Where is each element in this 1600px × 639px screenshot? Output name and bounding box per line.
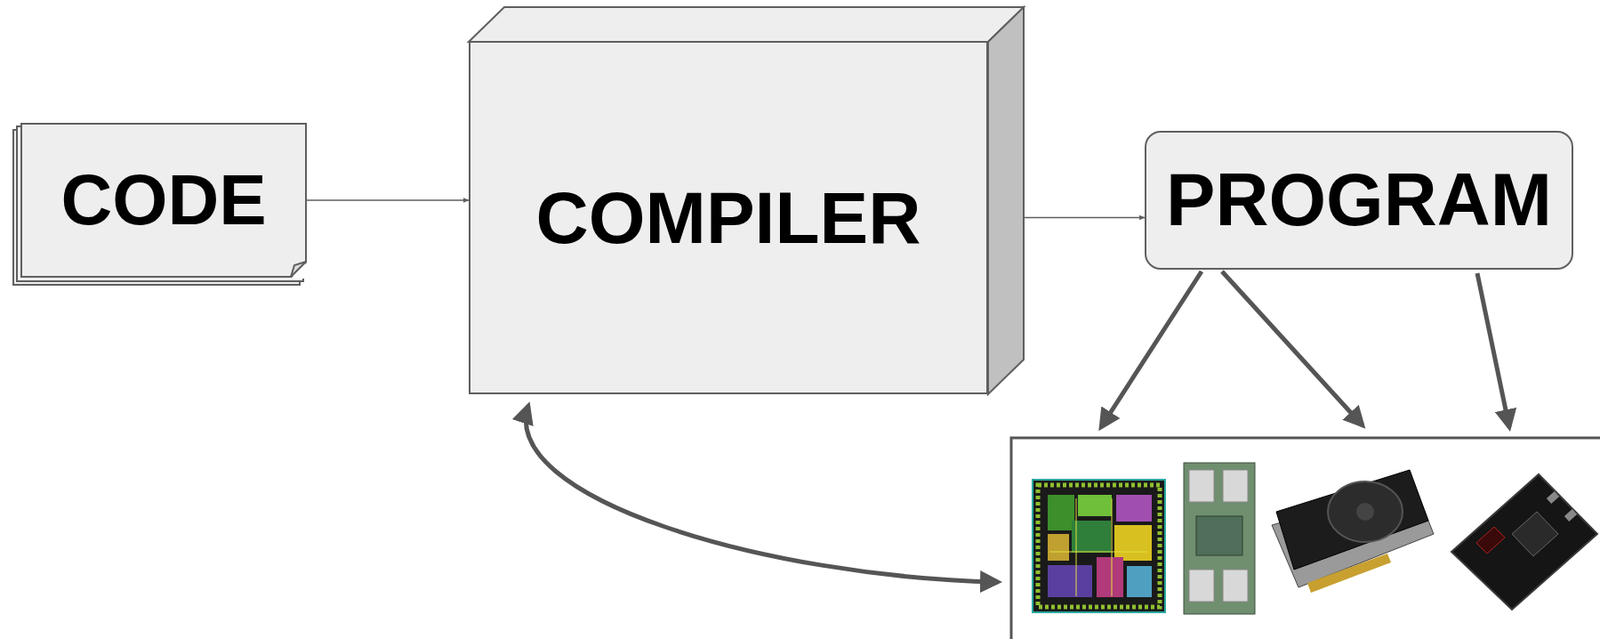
pcb <box>1451 474 1598 610</box>
block <box>1116 494 1152 522</box>
heatsink <box>1222 469 1248 502</box>
flow-arrow <box>1023 217 1145 219</box>
fan-hub <box>1356 502 1375 521</box>
block <box>1077 494 1112 516</box>
shroud <box>1276 469 1429 570</box>
compiler-3d-faces <box>468 7 1024 394</box>
block <box>1096 556 1124 597</box>
port <box>1546 490 1560 504</box>
box-label: COMPILER <box>536 181 922 255</box>
top-face <box>468 7 1024 42</box>
seven-segment <box>1476 526 1505 554</box>
block <box>1047 494 1075 531</box>
block <box>1071 520 1111 553</box>
box-label: PROGRAM <box>1165 162 1552 237</box>
block <box>1047 533 1070 561</box>
code-sheet: CODE <box>20 122 307 278</box>
corner-fold <box>290 261 306 277</box>
fpga-chip <box>1511 511 1559 556</box>
block <box>1126 565 1152 597</box>
wiring <box>1049 498 1148 596</box>
fpga-board-image <box>1451 474 1598 610</box>
heatsink <box>1189 469 1215 502</box>
deploy-arrow <box>1101 271 1202 427</box>
side-face <box>988 7 1024 394</box>
program-box: PROGRAM <box>1144 130 1574 270</box>
server-board-image <box>1183 462 1255 614</box>
chip <box>1196 515 1243 555</box>
corner-cut <box>290 261 308 279</box>
deploy-arrow <box>1477 273 1510 427</box>
compiler-box: COMPILER <box>468 40 989 394</box>
heatsink <box>1189 569 1215 602</box>
gpu-card-image <box>1271 469 1434 593</box>
board <box>1183 462 1255 614</box>
flow-arrow <box>306 199 469 202</box>
edge-connector <box>1307 553 1391 593</box>
block <box>1047 564 1093 597</box>
program-to-hardware-arrows <box>1101 271 1510 427</box>
feedback-arrow <box>525 405 998 582</box>
hardware-panel <box>1011 437 1600 639</box>
box-label: CODE <box>60 164 266 236</box>
chip-layout-image <box>1032 479 1166 612</box>
fan <box>1327 481 1403 542</box>
port <box>1564 508 1577 522</box>
block <box>1114 524 1152 561</box>
pad-ring <box>1037 484 1160 607</box>
chip-die <box>1032 479 1166 612</box>
heatsink <box>1222 569 1248 602</box>
deploy-arrow <box>1222 271 1363 426</box>
